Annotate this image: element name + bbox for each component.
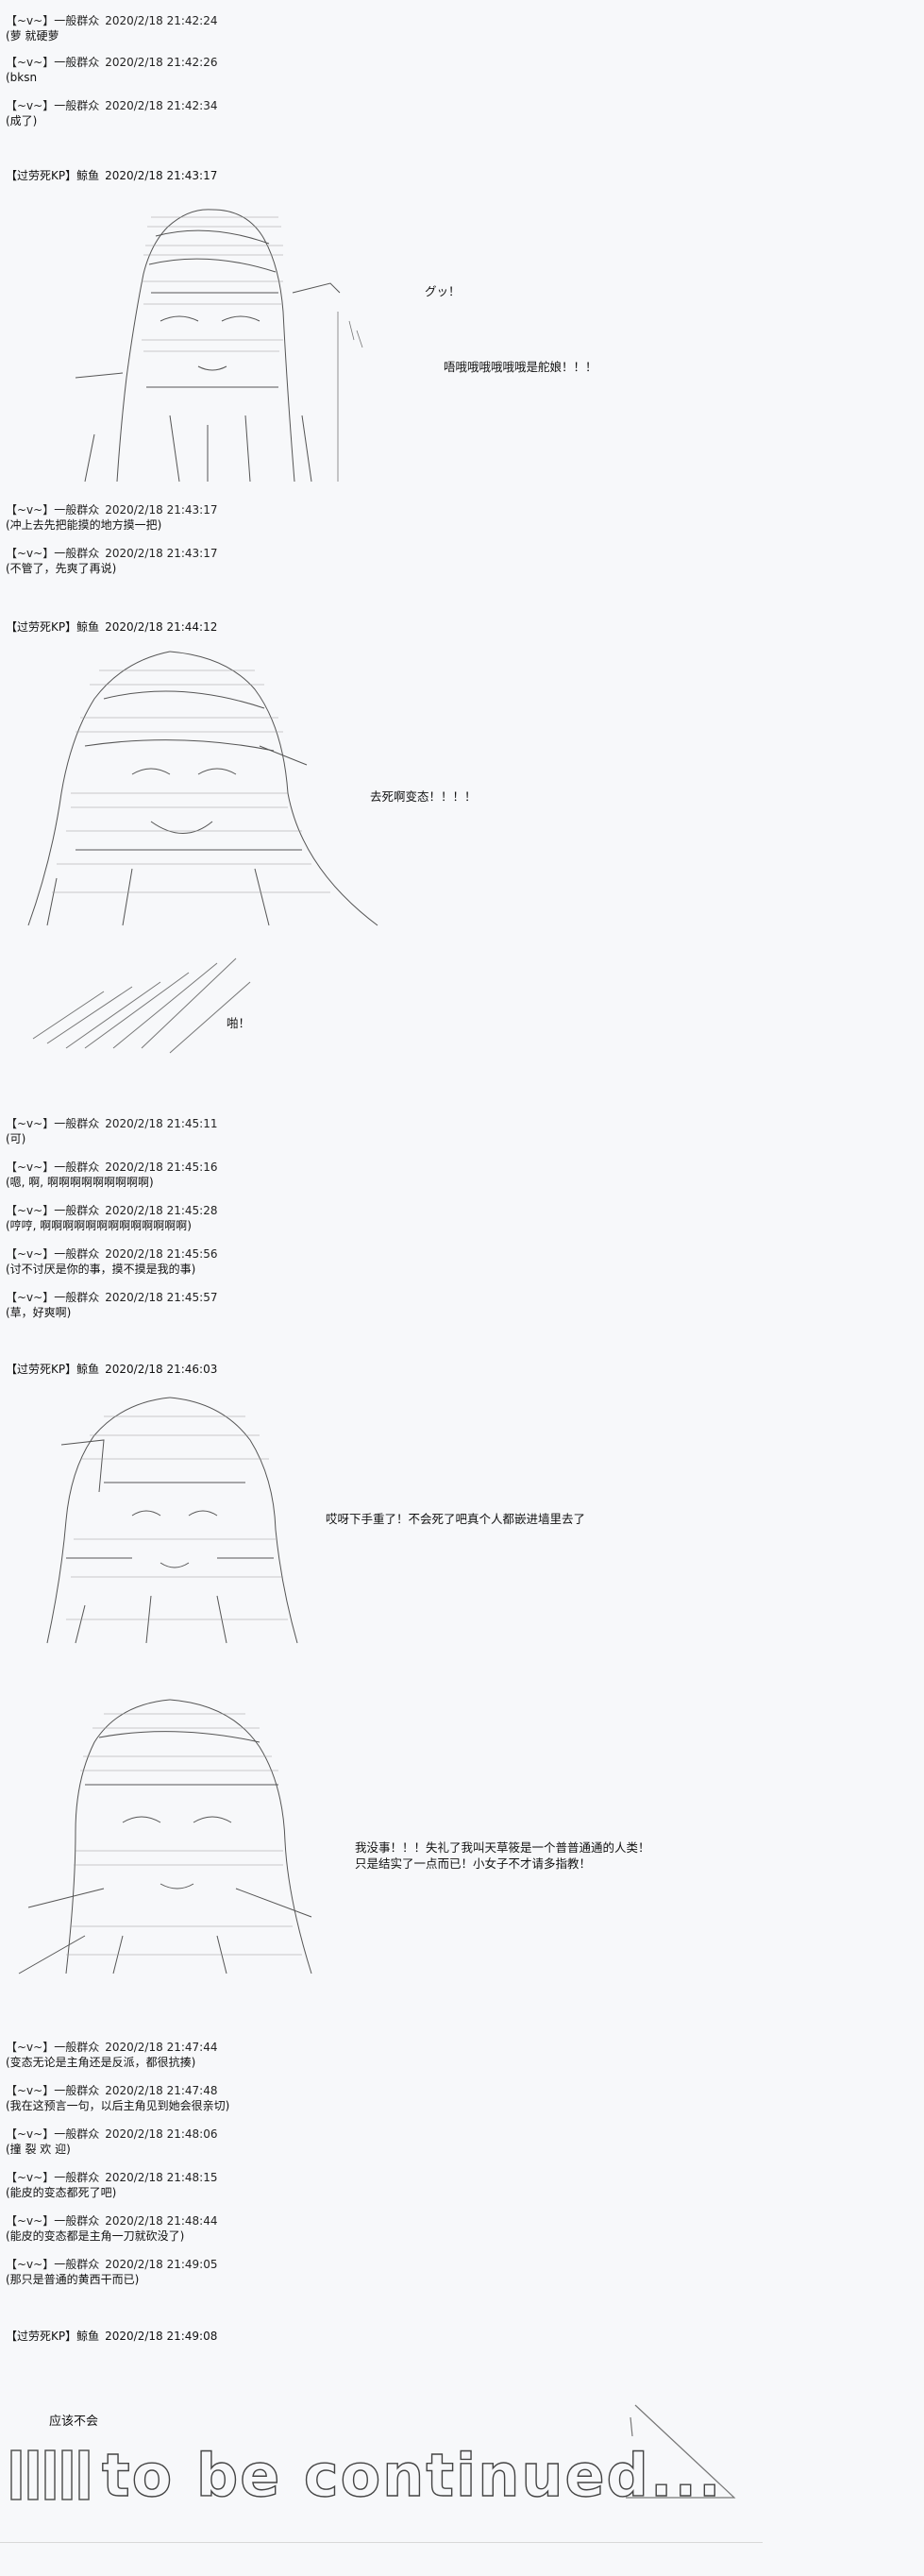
chat-message: 【~v~】一般群众 2020/2/18 21:49:05 (那只是普通的黄西干而已… [6,2257,217,2287]
timestamp: 2020/2/18 21:43:17 [105,547,218,560]
chat-message: 【~v~】一般群众 2020/2/18 21:47:48 (我在这预言一句，以后主… [6,2083,229,2113]
message-text: (那只是普通的黄西干而已) [6,2273,140,2286]
username: 【~v~】一般群众 [6,547,100,560]
chat-message: 【~v~】一般群众 2020/2/18 21:45:56 (讨不讨厌是你的事，摸不… [6,1246,217,1277]
username: 【~v~】一般群众 [6,1117,100,1130]
username: 【~v~】一般群众 [6,2041,100,2054]
username: 【~v~】一般群众 [6,99,100,112]
speech-intro-2: 只是结实了一点而已！小女子不才请多指教！ [355,1856,592,1871]
username: 【~v~】一般群众 [6,2171,100,2184]
message-text: (我在这预言一句，以后主角见到她会很亲切) [6,2099,230,2112]
chat-message: 【~v~】一般群众 2020/2/18 21:43:17 (不管了，先爽了再说) [6,546,217,576]
timestamp: 2020/2/18 21:48:06 [105,2127,218,2141]
kp-post-header: 【过劳死KP】鲸鱼 2020/2/18 21:46:03 [6,1362,217,1377]
chat-message: 【~v~】一般群众 2020/2/18 21:42:34 (成了) [6,98,217,128]
tbc-text: to be continued... [102,2441,723,2510]
timestamp: 2020/2/18 21:43:17 [105,503,218,517]
ascii-art-character-4 [9,1690,330,1992]
chat-message: 【~v~】一般群众 2020/2/18 21:45:57 (草，好爽啊) [6,1290,217,1320]
speech-scream: 唔哦哦哦哦哦哦是舵娘！！！ [444,360,597,374]
timestamp: 2020/2/18 21:47:48 [105,2084,218,2097]
kp-timestamp: 2020/2/18 21:43:17 [105,169,218,182]
kp-post-header: 【过劳死KP】鲸鱼 2020/2/18 21:44:12 [6,619,217,635]
chat-message: 【~v~】一般群众 2020/2/18 21:45:16 (嗯, 啊, 啊啊啊啊啊… [6,1160,217,1190]
to-be-continued-banner: to be continued... [8,2384,744,2530]
username: 【~v~】一般群众 [6,2214,100,2228]
speech-gu: グッ！ [425,284,461,298]
kp-timestamp: 2020/2/18 21:49:08 [105,2330,218,2343]
chat-message: 【~v~】一般群众 2020/2/18 21:45:11 (可) [6,1116,217,1146]
speech-die: 去死啊变态！！！！ [370,789,477,804]
kp-timestamp: 2020/2/18 21:44:12 [105,620,218,634]
ascii-art-character-2 [19,642,396,944]
username: 【~v~】一般群众 [6,1204,100,1217]
message-text: (可) [6,1132,26,1145]
kp-username: 【过劳死KP】鲸鱼 [6,1363,100,1376]
chat-message: 【~v~】一般群众 2020/2/18 21:45:28 (哼哼, 啊啊啊啊啊啊啊… [6,1203,217,1233]
speech-slap: 啪！ [227,1016,251,1030]
timestamp: 2020/2/18 21:47:44 [105,2041,218,2054]
message-text: (不管了，先爽了再说) [6,562,117,575]
username: 【~v~】一般群众 [6,1161,100,1174]
timestamp: 2020/2/18 21:45:56 [105,1247,218,1261]
message-text: (萝 就硬萝 [6,29,59,42]
username: 【~v~】一般群众 [6,2084,100,2097]
chat-message: 【~v~】一般群众 2020/2/18 21:42:24 (萝 就硬萝 [6,13,217,43]
message-text: (bksn [6,71,38,84]
username: 【~v~】一般群众 [6,14,100,27]
speech-maybe: 应该不会 [49,2415,99,2429]
chat-message: 【~v~】一般群众 2020/2/18 21:48:15 (能皮的变态都死了吧) [6,2170,217,2200]
username: 【~v~】一般群众 [6,1291,100,1304]
kp-username: 【过劳死KP】鲸鱼 [6,2330,100,2343]
kp-timestamp: 2020/2/18 21:46:03 [105,1363,218,1376]
chat-message: 【~v~】一般群众 2020/2/18 21:42:26 (bksn [6,55,217,85]
message-text: (能皮的变态都死了吧) [6,2186,117,2199]
timestamp: 2020/2/18 21:45:16 [105,1161,218,1174]
username: 【~v~】一般群众 [6,503,100,517]
ascii-art-character-3 [28,1388,311,1652]
message-text: (成了) [6,114,38,127]
kp-post-header: 【过劳死KP】鲸鱼 2020/2/18 21:43:17 [6,168,217,183]
username: 【~v~】一般群众 [6,2127,100,2141]
timestamp: 2020/2/18 21:42:26 [105,56,218,69]
message-text: (能皮的变态都是主角一刀就砍没了) [6,2229,185,2243]
username: 【~v~】一般群众 [6,56,100,69]
kp-post-header: 【过劳死KP】鲸鱼 2020/2/18 21:49:08 [6,2329,217,2344]
kp-username: 【过劳死KP】鲸鱼 [6,169,100,182]
timestamp: 2020/2/18 21:42:24 [105,14,218,27]
message-text: (嗯, 啊, 啊啊啊啊啊啊啊啊啊) [6,1176,154,1189]
ascii-art-character-1 [57,198,378,500]
timestamp: 2020/2/18 21:42:34 [105,99,218,112]
timestamp: 2020/2/18 21:45:11 [105,1117,218,1130]
message-text: (冲上去先把能摸的地方摸一把) [6,518,162,532]
username: 【~v~】一般群众 [6,2258,100,2271]
timestamp: 2020/2/18 21:45:28 [105,1204,218,1217]
timestamp: 2020/2/18 21:48:15 [105,2171,218,2184]
timestamp: 2020/2/18 21:45:57 [105,1291,218,1304]
username: 【~v~】一般群众 [6,1247,100,1261]
message-text: (讨不讨厌是你的事，摸不摸是我的事) [6,1263,196,1276]
chat-message: 【~v~】一般群众 2020/2/18 21:47:44 (变态无论是主角还是反派… [6,2040,217,2070]
message-text: (草，好爽啊) [6,1306,72,1319]
timestamp: 2020/2/18 21:49:05 [105,2258,218,2271]
chat-message: 【~v~】一般群众 2020/2/18 21:43:17 (冲上去先把能摸的地方摸… [6,502,217,533]
message-text: (哼哼, 啊啊啊啊啊啊啊啊啊啊啊啊啊) [6,1219,192,1232]
speech-oops: 哎呀下手重了！不会死了吧真个人都嵌进墙里去了 [326,1512,586,1526]
divider [0,2542,763,2543]
message-text: (变态无论是主角还是反派，都很抗揍) [6,2056,196,2069]
speech-intro-1: 我没事！！！失礼了我叫天草筱是一个普普通通的人类！ [355,1840,650,1855]
message-text: (撞 裂 欢 迎) [6,2143,71,2156]
kp-username: 【过劳死KP】鲸鱼 [6,620,100,634]
slap-motion-lines [28,954,255,1058]
chat-message: 【~v~】一般群众 2020/2/18 21:48:44 (能皮的变态都是主角一刀… [6,2213,217,2244]
chat-message: 【~v~】一般群众 2020/2/18 21:48:06 (撞 裂 欢 迎) [6,2127,217,2157]
timestamp: 2020/2/18 21:48:44 [105,2214,218,2228]
